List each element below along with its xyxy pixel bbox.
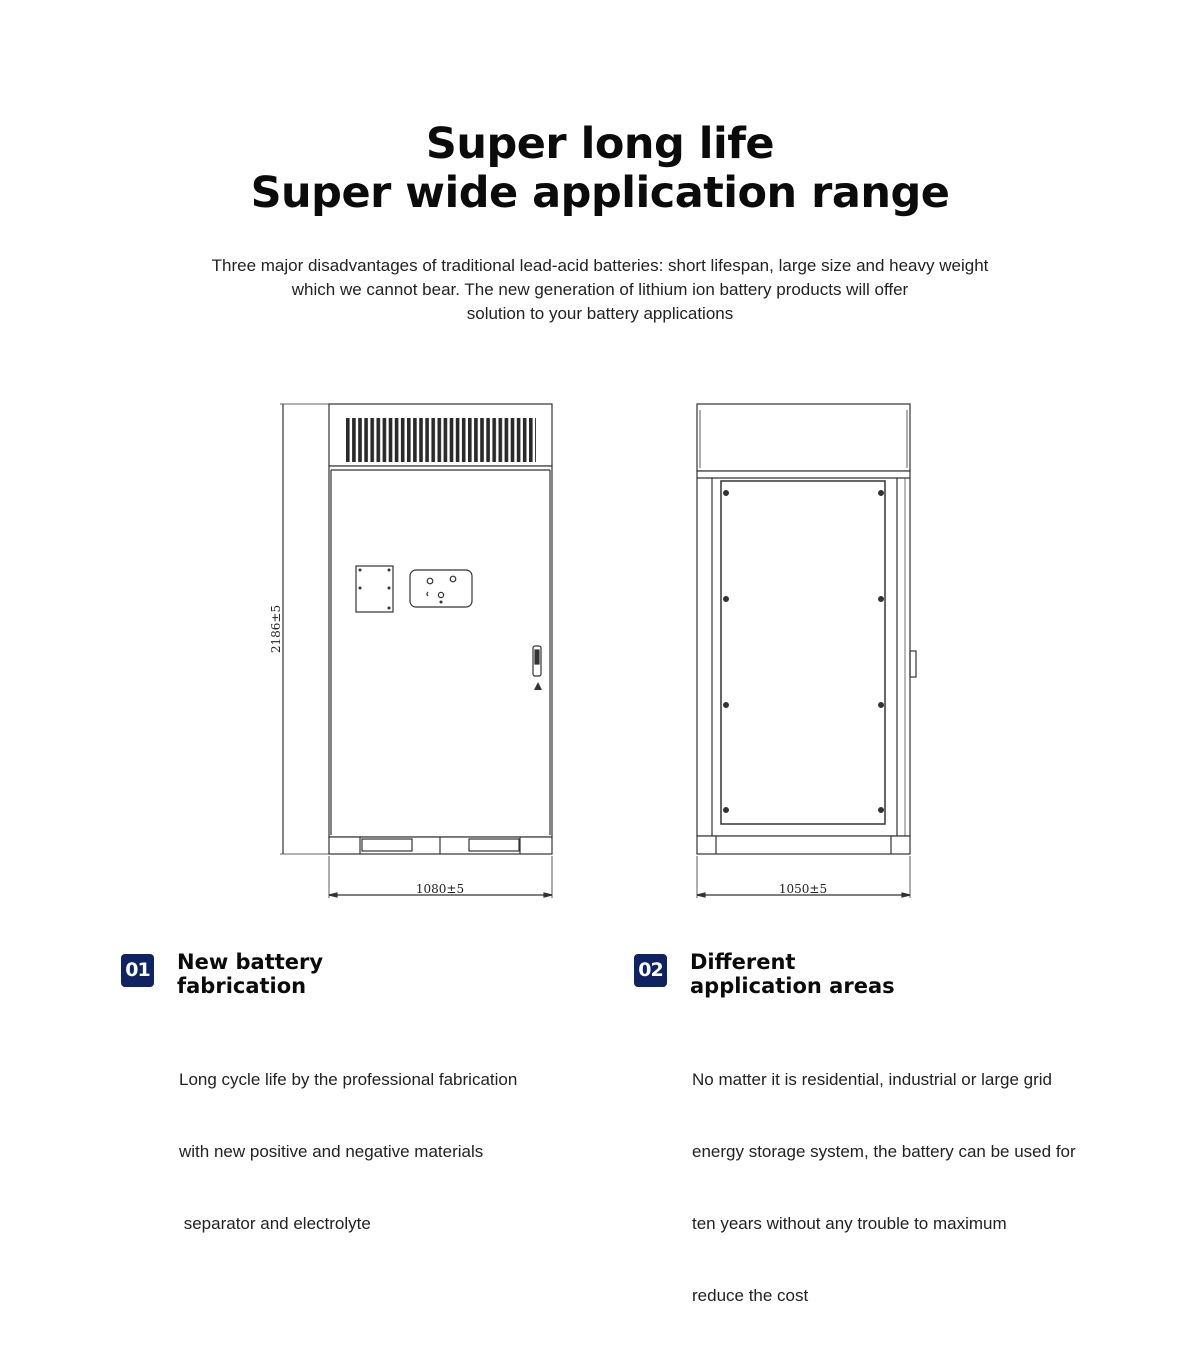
feature-title: Different application areas [690, 950, 1090, 998]
page-title: Super long life Super wide application r… [0, 120, 1200, 218]
feature-title-line-2: fabrication [177, 974, 307, 998]
intro-line-2: which we cannot bear. The new generation… [291, 280, 909, 299]
feature-body-line-2: energy storage system, the battery can b… [692, 1142, 1076, 1161]
feature-title-line-1: Different [690, 950, 796, 974]
feature-body-line-2: with new positive and negative materials [179, 1142, 484, 1161]
front-view [280, 403, 553, 898]
feature-title-line-2: application areas [690, 974, 895, 998]
front-height-label: 2186±5 [269, 605, 283, 653]
warning-sign [534, 682, 542, 690]
side-door-latch [909, 650, 917, 678]
feature-description: Long cycle life by the professional fabr… [179, 1020, 639, 1284]
intro-paragraph: Three major disadvantages of traditional… [150, 254, 1050, 326]
title-line-1: Super long life [425, 119, 775, 169]
feature-body-line-4: reduce the cost [692, 1286, 809, 1305]
feature-title: New battery fabrication [177, 950, 577, 998]
side-cabinet-body [696, 470, 911, 837]
feature-description: No matter it is residential, industrial … [692, 1020, 1152, 1356]
front-control-box [409, 569, 473, 608]
side-width-label: 1050±5 [779, 882, 827, 896]
front-vent-grille [345, 418, 536, 462]
front-door-handle [532, 645, 542, 677]
feature-number-badge: 02 [634, 954, 667, 987]
front-indicator-panel [355, 565, 394, 613]
feature-body-line-3: ten years without any trouble to maximum [692, 1214, 1007, 1233]
feature-body-line-3: separator and electrolyte [179, 1214, 371, 1233]
feature-body-line-1: Long cycle life by the professional fabr… [179, 1070, 518, 1089]
front-cabinet-body [328, 465, 553, 838]
cabinet-technical-drawing: 2186±5 1080±5 10 [269, 403, 917, 898]
side-view [696, 403, 917, 898]
side-base [696, 835, 911, 855]
feature-title-line-1: New battery [177, 950, 324, 974]
intro-line-3: solution to your battery applications [466, 304, 734, 323]
side-top-hood [696, 403, 911, 472]
side-inner-panel [720, 480, 886, 825]
feature-number-badge: 01 [121, 954, 154, 987]
intro-line-1: Three major disadvantages of traditional… [211, 256, 989, 275]
title-line-2: Super wide application range [250, 168, 950, 218]
front-width-label: 1080±5 [416, 882, 464, 896]
feature-body-line-1: No matter it is residential, industrial … [692, 1070, 1052, 1089]
